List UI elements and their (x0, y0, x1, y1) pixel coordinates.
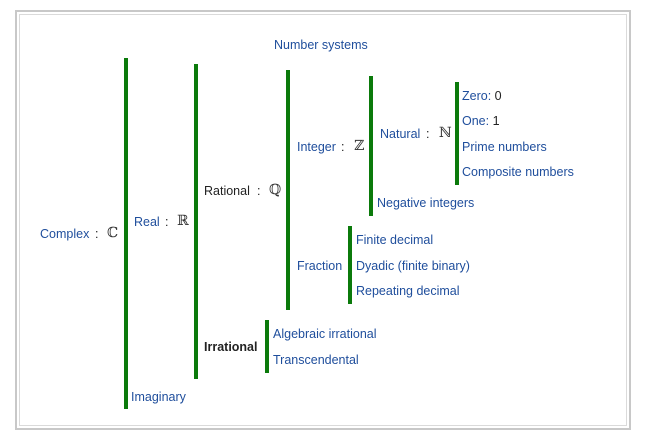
irrational-bar (265, 320, 269, 373)
repeating-decimal-item[interactable]: Repeating decimal (356, 284, 460, 298)
integer-colon: : (341, 140, 345, 154)
integer-bar (369, 76, 373, 216)
real-bar (194, 64, 198, 379)
rational-bar (286, 70, 290, 310)
zero-label[interactable]: Zero: (462, 89, 492, 103)
diagram-title[interactable]: Number systems (274, 38, 368, 52)
integer-label[interactable]: Integer (297, 140, 336, 154)
one-label[interactable]: One: (462, 114, 490, 128)
negative-integers-item[interactable]: Negative integers (377, 196, 475, 210)
complex-symbol: ℂ (107, 225, 119, 241)
zero-item: Zero: 0 (462, 88, 502, 104)
one-item: One: 1 (462, 113, 500, 129)
prime-numbers-item[interactable]: Prime numbers (462, 140, 547, 154)
fraction-bar (348, 226, 352, 304)
one-value: 1 (492, 114, 500, 128)
composite-numbers-item[interactable]: Composite numbers (462, 165, 574, 179)
complex-colon: : (95, 227, 99, 241)
finite-decimal-item[interactable]: Finite decimal (356, 233, 434, 247)
integer-symbol: ℤ (354, 138, 365, 154)
natural-colon: : (426, 127, 430, 141)
irrational-label: Irrational (204, 340, 258, 354)
imaginary-item[interactable]: Imaginary (131, 390, 186, 404)
natural-bar (455, 82, 459, 185)
algebraic-irrational-item[interactable]: Algebraic irrational (273, 327, 377, 341)
natural-symbol: ℕ (439, 125, 452, 141)
rational-label[interactable]: Rational (204, 184, 250, 198)
natural-label[interactable]: Natural (380, 127, 421, 141)
rational-symbol: ℚ (269, 182, 282, 198)
complex-label[interactable]: Complex (40, 227, 90, 241)
real-label[interactable]: Real (134, 215, 160, 229)
rational-colon: : (257, 184, 261, 198)
fraction-label[interactable]: Fraction (297, 259, 343, 273)
dyadic-item[interactable]: Dyadic (finite binary) (356, 259, 470, 273)
outer-frame (15, 10, 631, 430)
inner-frame (19, 14, 627, 426)
real-colon: : (165, 215, 169, 229)
transcendental-item[interactable]: Transcendental (273, 353, 359, 367)
complex-bar (124, 58, 128, 409)
real-symbol: ℝ (177, 213, 189, 229)
zero-value: 0 (494, 89, 502, 103)
